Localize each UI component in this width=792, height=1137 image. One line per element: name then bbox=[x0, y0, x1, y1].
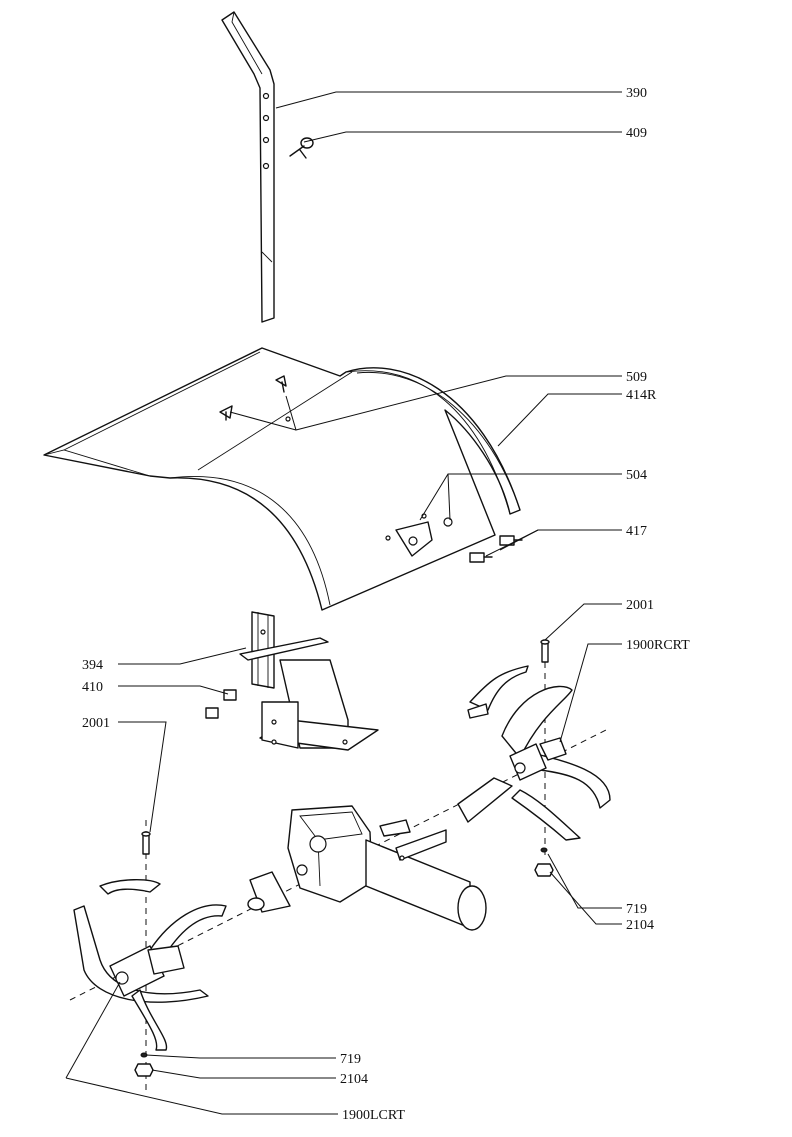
callout-719-left: 719 bbox=[340, 1052, 361, 1067]
left-tine-1900LCRT bbox=[73, 879, 227, 1051]
callout-410: 410 bbox=[82, 680, 103, 695]
bolts-410 bbox=[205, 689, 237, 719]
leader-lines bbox=[65, 91, 622, 1115]
pin-2001-left bbox=[141, 831, 151, 855]
pin-2001-right bbox=[540, 639, 550, 663]
callout-2104-left: 2104 bbox=[340, 1072, 368, 1087]
nut-2104-right bbox=[534, 863, 554, 877]
depth-bar-390 bbox=[221, 11, 275, 323]
gearbox-assembly bbox=[247, 805, 487, 931]
callout-409: 409 bbox=[626, 126, 647, 141]
callout-417: 417 bbox=[626, 524, 647, 539]
callout-394: 394 bbox=[82, 658, 103, 673]
nut-2104-left bbox=[134, 1063, 154, 1077]
callout-504: 504 bbox=[626, 468, 647, 483]
callout-509: 509 bbox=[626, 370, 647, 385]
washer-719-right bbox=[540, 847, 548, 853]
bolts-417 bbox=[469, 535, 523, 563]
right-tine-1900RCRT bbox=[457, 665, 611, 841]
callout-1900LCRT: 1900LCRT bbox=[342, 1108, 405, 1123]
callout-1900RCRT: 1900RCRT bbox=[626, 638, 690, 653]
callout-390: 390 bbox=[626, 86, 647, 101]
tine-shield-414R bbox=[43, 347, 521, 611]
callout-2104-right: 2104 bbox=[626, 918, 654, 933]
callout-2001-right: 2001 bbox=[626, 598, 654, 613]
callout-719-right: 719 bbox=[626, 902, 647, 917]
callout-414R: 414R bbox=[626, 388, 657, 403]
hitch-pin-409 bbox=[289, 137, 314, 159]
mounting-bracket-394 bbox=[239, 611, 379, 751]
callout-2001-left: 2001 bbox=[82, 716, 110, 731]
